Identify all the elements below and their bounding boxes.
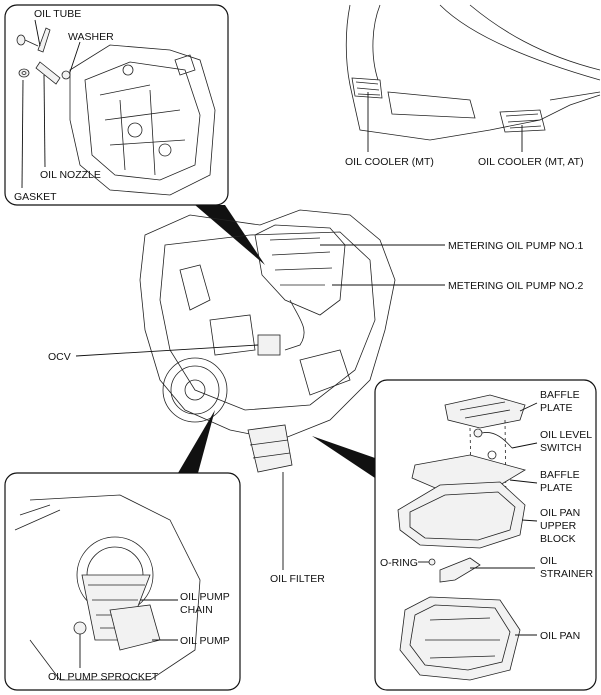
oil-pan-upper-block-label-2: UPPER <box>540 520 577 532</box>
oil-cooler-mt-at-label: OIL COOLER (MT, AT) <box>478 156 584 168</box>
oil-pump-label: OIL PUMP <box>180 635 230 647</box>
car-front-sketch <box>345 4 601 141</box>
ocv-part <box>257 334 281 356</box>
baffle-plate-lower-label-2: PLATE <box>540 482 572 494</box>
ocv-label: OCV <box>48 351 71 363</box>
oil-strainer-part <box>439 557 481 583</box>
oil-nozzle-inset-frame <box>4 4 229 206</box>
oil-level-switch-part <box>473 428 483 438</box>
inset-pointer-top <box>195 205 265 265</box>
front-cover-sketch <box>29 494 201 681</box>
baffle-plate-upper-part <box>444 394 526 429</box>
oil-nozzle-label: OIL NOZZLE <box>40 169 101 181</box>
oil-strainer-label-1: OIL <box>540 555 557 567</box>
oil-pan-upper-block-label-3: BLOCK <box>540 533 576 545</box>
oil-pan-upper-block-label-1: OIL PAN <box>540 507 580 519</box>
oil-pump-chain-label-1: OIL PUMP <box>180 591 230 603</box>
oil-nozzle-housing-sketch <box>69 44 216 196</box>
oil-level-switch-label-2: SWITCH <box>540 442 581 454</box>
inset-pointer-right <box>312 436 375 478</box>
baffle-plate-upper-label-1: BAFFLE <box>540 389 580 401</box>
oil-strainer-label-2: STRAINER <box>540 568 594 580</box>
oil-pan-part <box>399 596 521 681</box>
baffle-plate-upper-label-2: PLATE <box>540 402 572 414</box>
oil-pump-sprocket-label: OIL PUMP SPROCKET <box>48 671 159 683</box>
oil-tube-part <box>16 27 51 53</box>
oil-pump-inset: OIL PUMP CHAIN OIL PUMP OIL PUMP SPROCKE… <box>4 472 241 691</box>
oil-tube-label: OIL TUBE <box>34 8 81 20</box>
o-ring-label: O-RING <box>380 557 418 569</box>
oil-pump-chain-label-2: CHAIN <box>180 604 213 616</box>
washer-label: WASHER <box>68 31 114 43</box>
oil-level-switch-label-1: OIL LEVEL <box>540 429 592 441</box>
oil-filter-label: OIL FILTER <box>270 573 325 585</box>
gasket-part <box>18 68 30 78</box>
oil-cooler-mt-at-opening <box>499 109 546 133</box>
gasket-label: GASKET <box>14 191 57 203</box>
metering-pump-assembly <box>254 224 346 316</box>
oil-pump-sprocket-part <box>73 621 87 635</box>
oil-pan-inset: BAFFLE PLATE OIL LEVEL SWITCH BAFFLE PLA… <box>374 379 597 691</box>
oil-nozzle-inset: OIL TUBE WASHER OIL NOZZLE GASKET <box>4 4 229 206</box>
o-ring-part <box>428 558 436 566</box>
inset-pointer-bottom <box>178 410 215 473</box>
metering-oil-pump-2-label: METERING OIL PUMP NO.2 <box>448 280 584 292</box>
oil-cooler-mt-opening <box>351 77 383 99</box>
oil-pan-upper-block-part <box>397 481 526 549</box>
oil-cooler-mt-label: OIL COOLER (MT) <box>345 156 434 168</box>
oil-nozzle-part <box>35 61 71 85</box>
crank-pulley <box>162 357 228 423</box>
oil-pan-label: OIL PAN <box>540 630 580 642</box>
metering-oil-pump-1-label: METERING OIL PUMP NO.1 <box>448 240 584 252</box>
engine-sketch <box>139 209 396 473</box>
oil-filter-part <box>247 424 293 473</box>
baffle-plate-lower-label-1: BAFFLE <box>540 469 580 481</box>
